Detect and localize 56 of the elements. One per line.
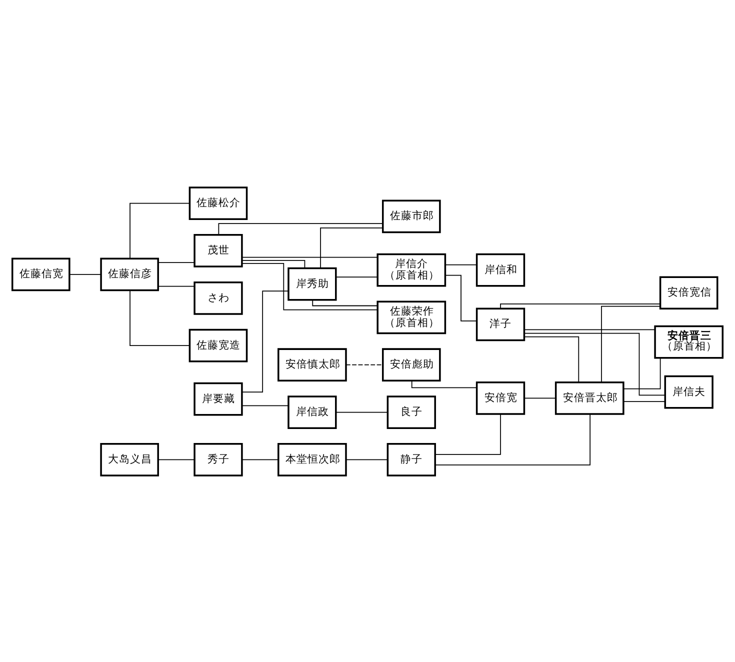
node-box: 大岛义昌 [100,442,159,476]
connector [312,299,378,306]
node-box: 安倍宽信 [659,276,718,310]
node-box: 岸秀助 [288,266,337,300]
connector [320,226,384,268]
node-box: 静子 [386,442,436,476]
node-box: 洋子 [476,307,526,341]
node-box: 佐藤荣作 （原首相） [376,300,446,334]
connector [242,256,378,258]
connector [242,404,289,406]
node-box: 安倍晋太郎 [554,381,624,414]
connector [444,264,478,265]
connector [158,285,195,286]
connector [623,400,666,402]
connector [242,290,289,392]
node-box: 安倍宽 [476,381,526,414]
connector [242,458,279,460]
connector [346,458,388,460]
connector [623,356,661,389]
node-box: 秀子 [194,442,243,476]
connector [524,328,656,330]
connector [524,336,580,382]
connector [601,305,661,382]
node-box: 佐藤信彦 [100,257,159,291]
node-box: 本堂恒次郎 [278,442,347,476]
node-box: 岸信政 [288,395,337,428]
node-box: 安倍彪助 [382,348,441,382]
connector [411,380,478,388]
node-box: さわ [194,280,243,314]
connector [158,458,195,460]
node-box: 佐藤松介 [188,186,248,220]
connector [336,411,388,412]
node-box: 佐藤市郎 [382,199,441,233]
connector [158,262,195,263]
node-box: 岸信夫 [664,374,714,408]
node-box: 茂世 [194,234,243,267]
connector [444,274,478,321]
connector [524,332,666,396]
connector [434,413,590,465]
connector [336,276,378,277]
node-box: 岸要藏 [194,382,243,416]
connector [434,413,501,454]
connector [500,303,661,308]
connector [130,202,190,258]
node-box: 佐藤信宽 [11,257,70,291]
node-box: 安倍慎太郎 [278,348,347,382]
connector [346,364,384,365]
connector [524,397,556,398]
node-box: 安倍晋三 （原首相） [654,324,724,358]
connector [130,290,190,346]
node-box: 良子 [386,395,436,428]
node-box: 佐藤宽造 [188,328,248,362]
node-box: 岸信和 [476,252,526,286]
connector [242,262,378,310]
connector [242,259,306,268]
node-box: 岸信介 （原首相） [376,252,446,286]
